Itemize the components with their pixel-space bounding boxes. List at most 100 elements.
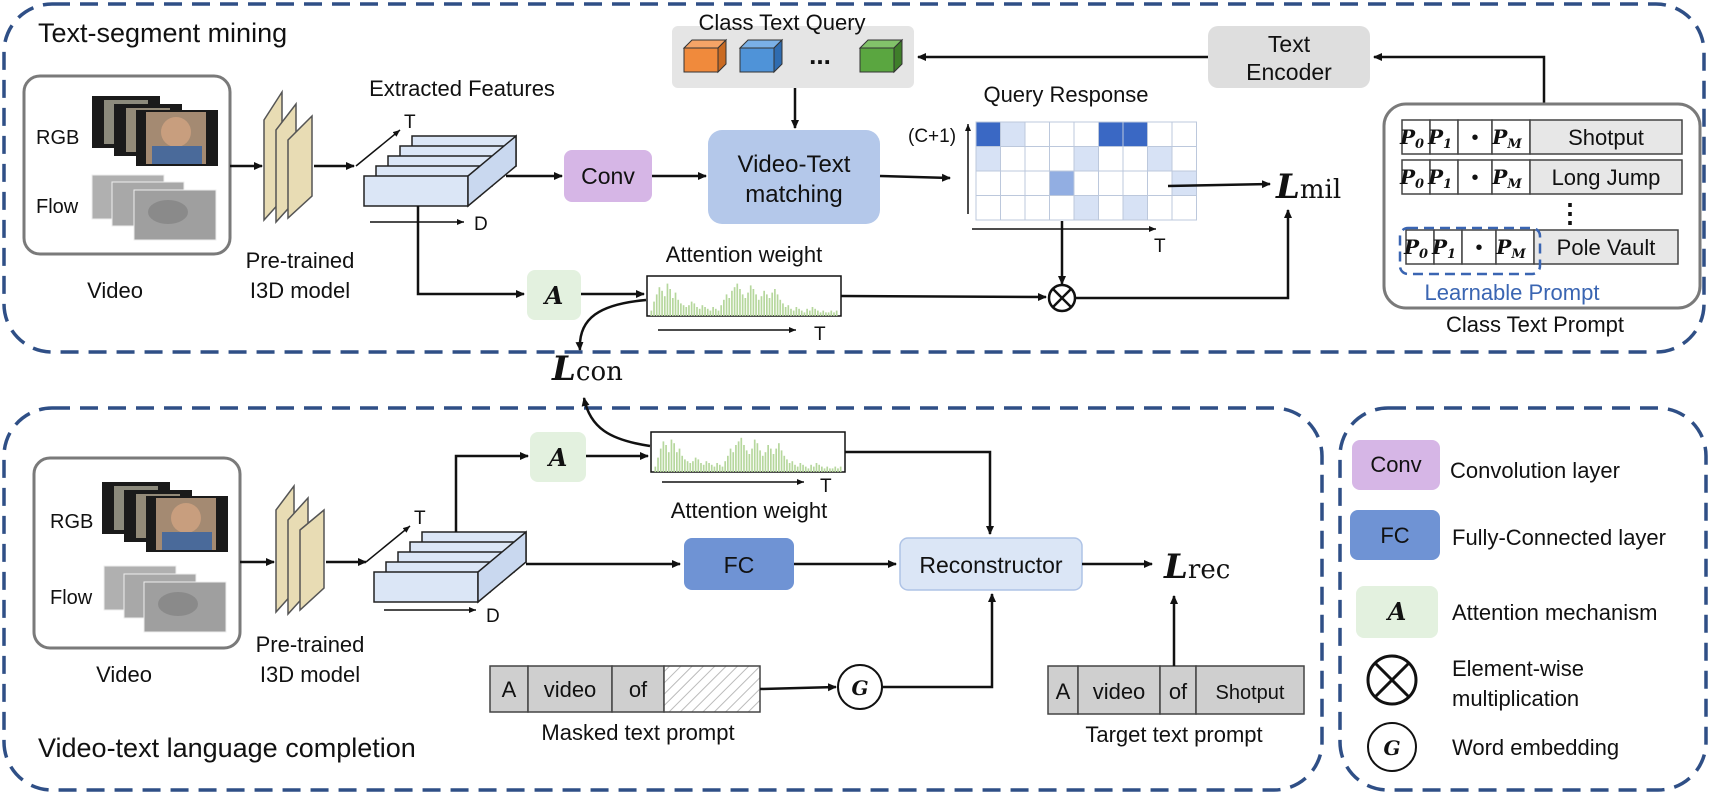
attention-bar xyxy=(778,443,780,472)
attention-bar xyxy=(804,466,807,472)
heatmap-cell xyxy=(1024,121,1050,147)
heatmap-cell xyxy=(1000,121,1026,147)
attention-bar xyxy=(709,310,712,316)
heatmap-cell xyxy=(1171,146,1197,172)
heatmap-cell xyxy=(1098,121,1124,147)
attention-bar xyxy=(783,455,786,472)
bottom-rgb-frames xyxy=(102,482,228,552)
legend-fc-swatch xyxy=(1350,510,1440,560)
legend-embedding-desc: Word embedding xyxy=(1452,735,1619,760)
attention-bar xyxy=(673,443,675,472)
top-rgb-label: RGB xyxy=(36,127,79,149)
reconstructor-label: Reconstructor xyxy=(919,552,1063,578)
prompt-class-label: Shotput xyxy=(1568,125,1644,150)
attention-bar xyxy=(759,450,761,472)
legend-attention-symbol: A xyxy=(1386,597,1407,626)
heatmap-cell xyxy=(1073,121,1099,147)
legend-fc-desc: Fully-Connected layer xyxy=(1452,525,1666,550)
vt-label-2: matching xyxy=(745,181,842,208)
attention-bar xyxy=(723,299,725,316)
attention-weight-label-bottom: Attention weight xyxy=(671,498,828,523)
heatmap-cell xyxy=(1049,195,1075,221)
prompt-token-box xyxy=(1457,119,1493,155)
loss-rec: Lrec xyxy=(1163,547,1230,587)
heatmap-cell xyxy=(1147,121,1173,147)
heatmap-cell xyxy=(1098,146,1124,172)
heatmap-cell xyxy=(1024,170,1050,196)
attention-bar xyxy=(733,287,736,316)
attention-symbol-top: A xyxy=(543,281,564,310)
masked-text-prompt xyxy=(489,665,761,713)
top-flow-label: Flow xyxy=(36,196,79,218)
prompt-token-box xyxy=(1491,119,1531,155)
top-i3d-label-1: Pre-trained xyxy=(246,248,355,273)
attention-bar xyxy=(700,463,702,472)
attention-bar xyxy=(800,310,803,316)
attention-bar xyxy=(821,466,823,472)
heatmap-cell xyxy=(1147,195,1173,221)
heatmap-cell xyxy=(1024,146,1050,172)
video-text-matching-block xyxy=(708,130,880,224)
bottom-i3d-label-1: Pre-trained xyxy=(256,632,365,657)
prompt-token: • xyxy=(1475,237,1482,259)
bottom-i3d-label-2: I3D model xyxy=(260,662,360,687)
attention-bar xyxy=(747,292,749,316)
attention-bar xyxy=(756,443,759,472)
heatmap-cell xyxy=(1171,170,1197,196)
attention-bar xyxy=(692,461,694,472)
attention-bar xyxy=(764,452,767,472)
attention-bar xyxy=(718,464,721,472)
attention-bar xyxy=(795,307,798,316)
prompt-token: • xyxy=(1471,127,1478,149)
arrow-bottom-features-attention xyxy=(454,452,529,532)
fc-block xyxy=(684,538,794,590)
attention-bar xyxy=(752,289,755,316)
heatmap-cell xyxy=(1000,146,1026,172)
query-cube-orange xyxy=(682,38,728,74)
attention-bar xyxy=(675,452,678,472)
attention-bar xyxy=(786,459,788,472)
arrow-attn-reconstructor xyxy=(845,450,994,535)
top-feature-stack xyxy=(363,134,517,208)
attention-bar xyxy=(739,289,741,316)
bottom-rgb-label: RGB xyxy=(50,511,93,533)
query-ellipsis: ... xyxy=(809,40,831,70)
attention-bar xyxy=(659,448,662,472)
attention-bar xyxy=(708,463,710,472)
heatmap-cell xyxy=(1073,195,1099,221)
heatmap-cell xyxy=(1147,170,1173,196)
attention-bar xyxy=(837,468,839,472)
loss-mil: Lmil xyxy=(1275,167,1341,207)
attention-bar xyxy=(806,308,808,316)
attention-bar xyxy=(728,298,731,316)
class-text-prompt-title: Class Text Prompt xyxy=(1446,312,1624,337)
attention-bar xyxy=(745,450,748,472)
legend-fc-label: FC xyxy=(1380,523,1409,548)
top-flow-frames xyxy=(91,174,217,241)
attention-bar xyxy=(713,466,716,472)
arrow-masked-embed xyxy=(759,683,837,692)
query-cube-green xyxy=(858,38,904,74)
attention-bar xyxy=(780,450,783,472)
attention-bar xyxy=(808,310,811,316)
target-token-0: A xyxy=(1056,679,1071,704)
legend-attention-swatch xyxy=(1356,586,1438,638)
attention-bar xyxy=(768,298,771,316)
attention-bar xyxy=(696,307,698,316)
arrow-vt-heatmap xyxy=(879,173,951,182)
attention-bar xyxy=(741,294,744,316)
heatmap-cell xyxy=(1098,170,1124,196)
bottom-video-label: Video xyxy=(96,662,152,687)
heatmap-cell xyxy=(1000,170,1026,196)
attention-bar xyxy=(769,448,772,472)
attention-bar xyxy=(662,441,665,472)
attention-bar xyxy=(771,292,774,316)
attention-bar xyxy=(690,301,693,316)
attention-bar xyxy=(670,439,673,472)
prompt-class-label: Long Jump xyxy=(1552,165,1661,190)
attention-bar xyxy=(714,308,717,316)
attention-bar xyxy=(732,452,735,472)
attention-bar xyxy=(772,454,775,472)
prompt-class-label: Pole Vault xyxy=(1557,235,1656,260)
attention-bar xyxy=(706,308,709,316)
